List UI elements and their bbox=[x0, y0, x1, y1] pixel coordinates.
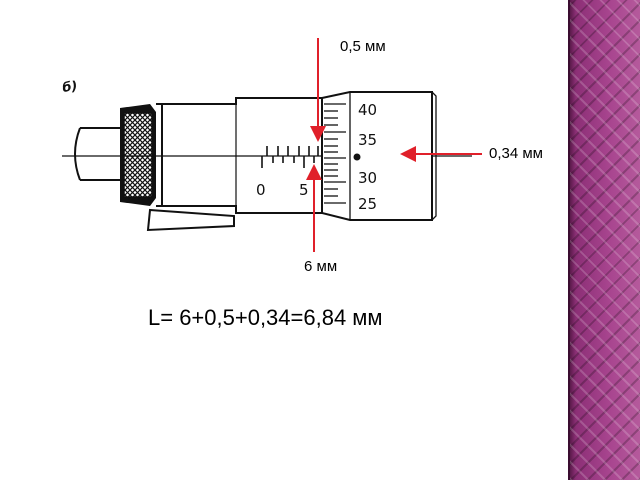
sleeve-body bbox=[146, 97, 322, 232]
label-half-mm: 0,5 мм bbox=[340, 38, 386, 55]
thimble-number-25: 25 bbox=[358, 195, 377, 213]
thimble-number-30: 30 bbox=[358, 169, 377, 187]
reading-formula: L= 6+0,5+0,34=6,84 мм bbox=[148, 305, 383, 330]
label-sleeve-reading: 6 мм bbox=[304, 258, 338, 275]
ratchet-knob bbox=[120, 104, 156, 206]
thimble-number-35: 35 bbox=[358, 131, 377, 149]
thimble-number-40: 40 bbox=[358, 101, 377, 119]
spindle bbox=[74, 127, 126, 181]
index-dot bbox=[353, 153, 361, 161]
thimble bbox=[321, 91, 437, 221]
sleeve-number-0: 0 bbox=[256, 181, 266, 199]
panel-label: б) bbox=[61, 79, 78, 96]
decorative-sidebar bbox=[570, 0, 640, 480]
label-thimble-reading: 0,34 мм bbox=[489, 145, 543, 162]
thimble-scale bbox=[324, 103, 346, 204]
sleeve-number-5: 5 bbox=[299, 181, 309, 199]
sleeve-scale bbox=[261, 146, 319, 168]
sidebar-edge bbox=[568, 0, 570, 480]
